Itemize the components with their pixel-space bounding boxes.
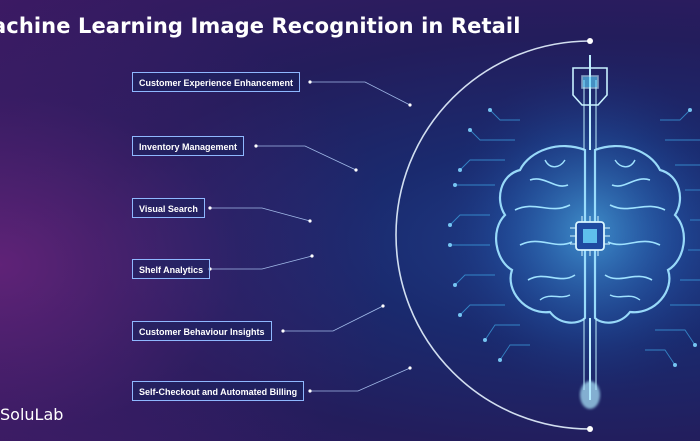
connector-dots [208, 80, 412, 393]
circuit-traces [449, 109, 700, 366]
item-shelf-analytics: Shelf Analytics [132, 259, 211, 279]
connector-lines [210, 81, 411, 392]
solulab-logo: SoluLab [0, 405, 64, 424]
outer-arc [395, 40, 591, 430]
chip-icon [570, 216, 610, 256]
page-title: achine Learning Image Recognition in Ret… [0, 14, 521, 38]
bottom-glow [580, 381, 600, 409]
arc-dot-bottom [587, 426, 593, 432]
circuit-nodes [448, 108, 697, 367]
arc-dot-top [587, 38, 593, 44]
brain-icon [495, 145, 685, 324]
item-customer-behaviour-insights: Customer Behaviour Insights [132, 321, 272, 341]
item-visual-search: Visual Search [132, 198, 205, 218]
item-inventory-management: Inventory Management [132, 136, 245, 156]
item-customer-experience-enhancement: Customer Experience Enhancement [132, 72, 301, 92]
item-self-checkout-and-automated-billing: Self-Checkout and Automated Billing [132, 381, 305, 401]
top-connector [572, 67, 608, 106]
